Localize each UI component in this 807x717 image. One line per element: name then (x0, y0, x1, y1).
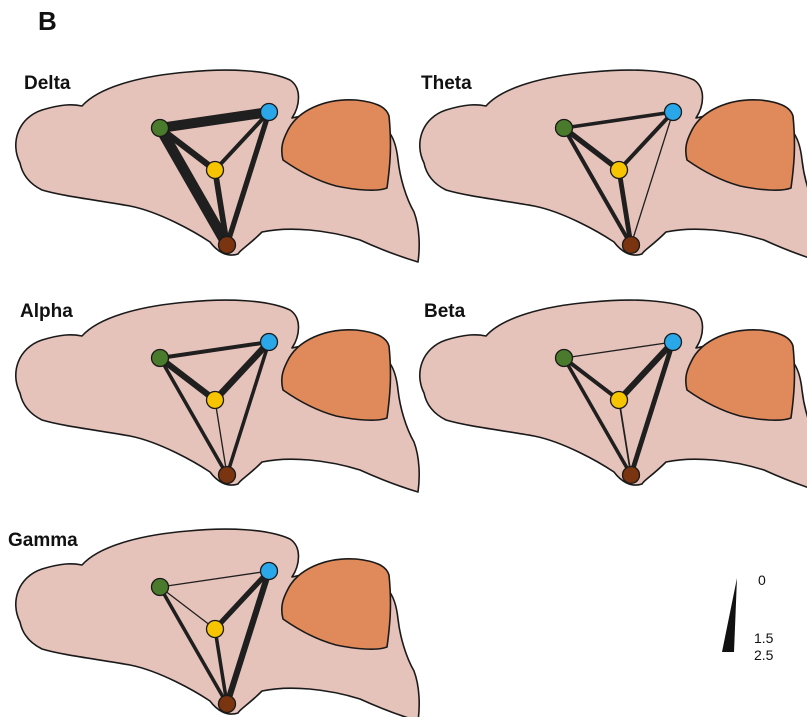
node-yellow (611, 162, 628, 179)
scale-wedge (722, 578, 737, 652)
band-label-theta: Theta (421, 73, 472, 94)
node-brown (623, 237, 640, 254)
brain-panel-delta: Delta (16, 70, 419, 262)
node-brown (219, 467, 236, 484)
node-yellow (207, 621, 224, 638)
node-blue (665, 334, 682, 351)
node-green (152, 120, 169, 137)
band-label-gamma: Gamma (8, 530, 78, 551)
panel-letter: B (38, 6, 57, 36)
node-green (152, 350, 169, 367)
node-brown (219, 237, 236, 254)
scale-tick-1-5: 1.5 (754, 630, 774, 646)
node-blue (261, 104, 278, 121)
band-label-beta: Beta (424, 301, 466, 322)
band-label-delta: Delta (24, 73, 71, 94)
edge-weight-scale: 0 1.5 2.5 (722, 572, 774, 663)
brain-panel-theta: Theta (420, 70, 807, 262)
node-brown (219, 696, 236, 713)
node-brown (623, 467, 640, 484)
node-yellow (207, 392, 224, 409)
scale-tick-0: 0 (758, 572, 766, 588)
node-blue (665, 104, 682, 121)
node-yellow (207, 162, 224, 179)
node-yellow (611, 392, 628, 409)
node-blue (261, 563, 278, 580)
node-green (556, 120, 573, 137)
node-green (152, 579, 169, 596)
brain-panel-alpha: Alpha (16, 300, 419, 492)
scale-tick-2-5: 2.5 (754, 647, 774, 663)
band-label-alpha: Alpha (20, 301, 73, 322)
node-blue (261, 334, 278, 351)
brain-panel-beta: Beta (420, 300, 807, 492)
brain-panel-gamma: Gamma (8, 529, 419, 717)
node-green (556, 350, 573, 367)
